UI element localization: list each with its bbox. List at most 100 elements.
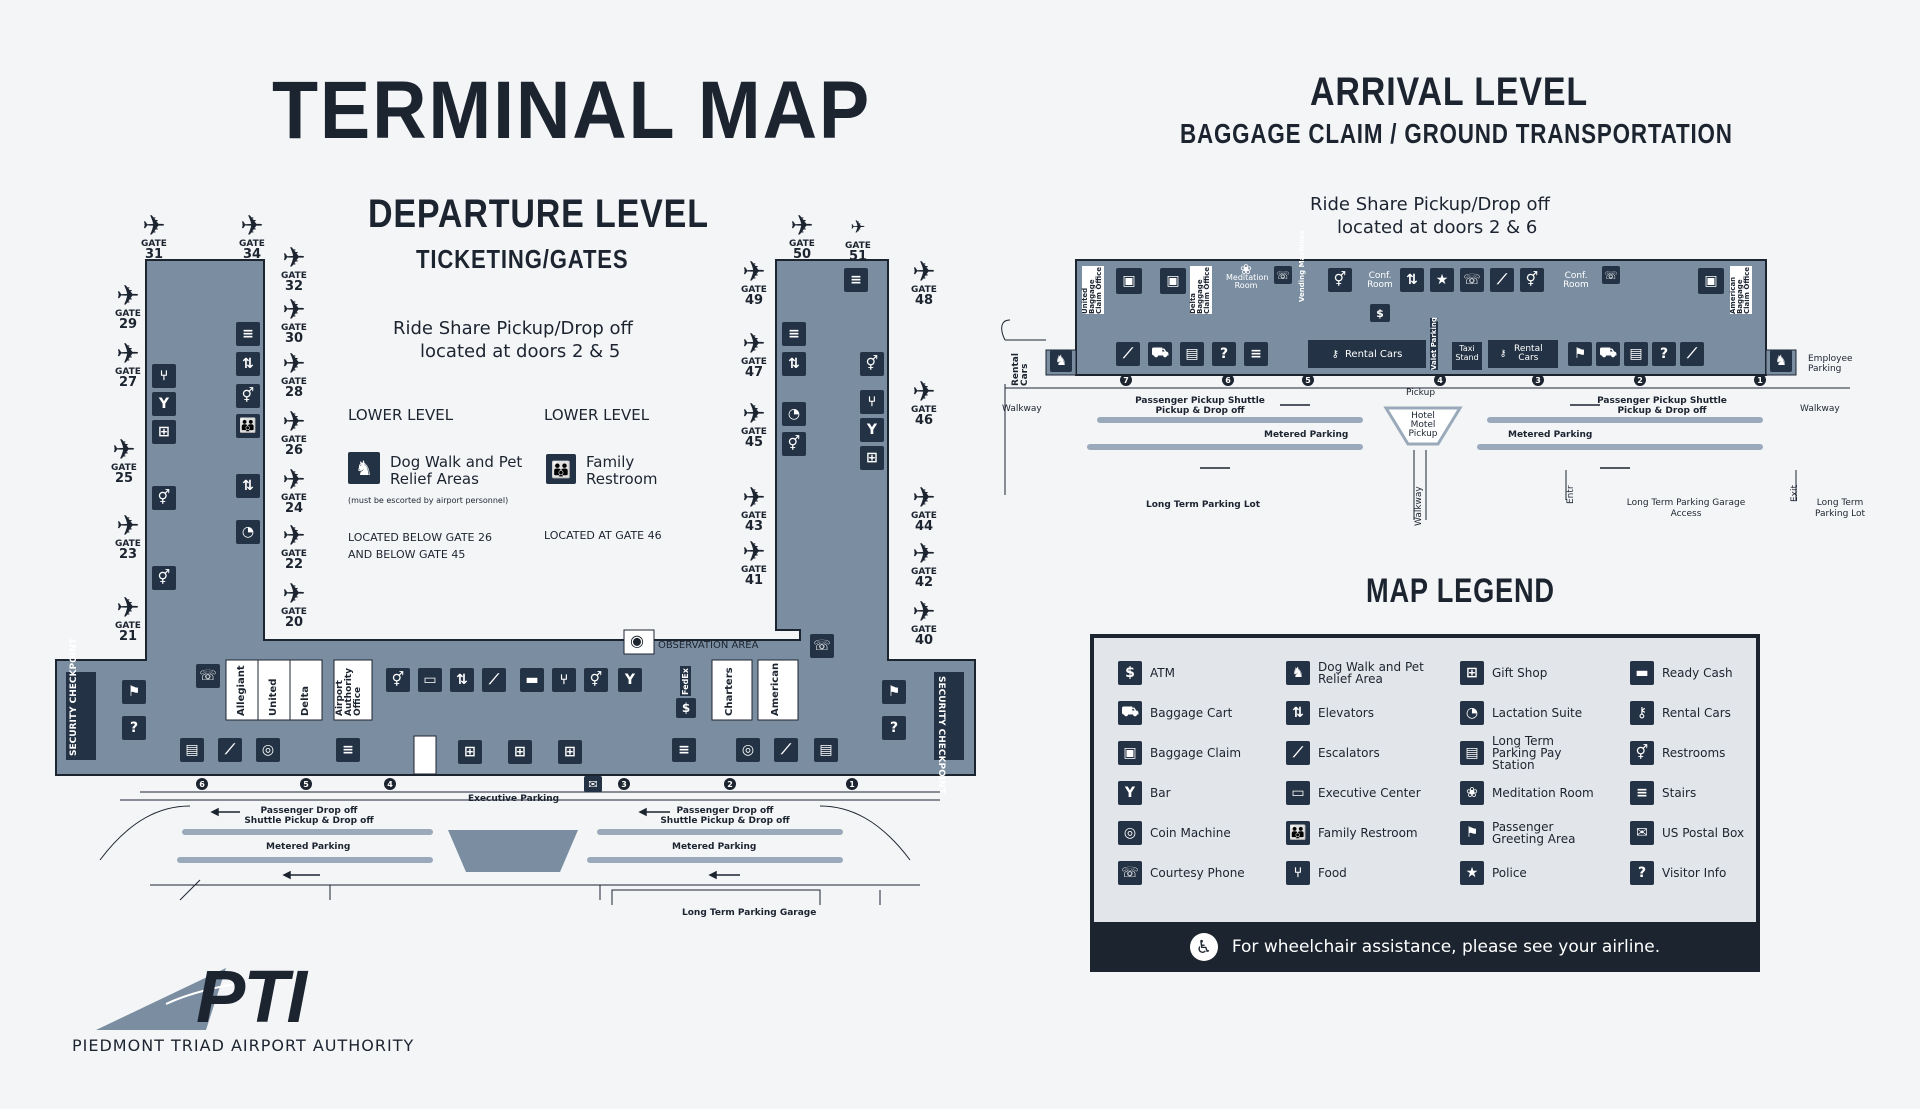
food-icon: ⑂ bbox=[860, 390, 884, 414]
room-vending: Vending Machines bbox=[1298, 230, 1306, 302]
arrival-walkway-right: Walkway bbox=[1800, 404, 1840, 414]
legend-item-rental-cars: ⚷Rental Cars bbox=[1630, 698, 1772, 728]
departure-rideshare-line2: located at doors 2 & 5 bbox=[420, 341, 621, 362]
postal-box-icon: ✉ bbox=[1630, 821, 1654, 845]
legend-item-dog-walk: ♞Dog Walk and Pet Relief Area bbox=[1286, 658, 1428, 688]
rental-cars-icon: ⚷ bbox=[1331, 348, 1339, 360]
pay-station-icon: ▤ bbox=[1460, 741, 1484, 765]
arrival-walkway-left: Walkway bbox=[1002, 404, 1042, 414]
departure-side-lines bbox=[329, 884, 601, 900]
security-box-right bbox=[934, 672, 964, 760]
baggage-claim-icon: ▣ bbox=[1698, 268, 1724, 294]
legend-label: Gift Shop bbox=[1492, 666, 1548, 680]
authority-name: PIEDMONT TRIAD AIRPORT AUTHORITY bbox=[72, 1036, 415, 1055]
police-icon: ★ bbox=[1460, 861, 1484, 885]
dog-walk-icon: ♞ bbox=[348, 452, 380, 484]
stairs-icon: ≡ bbox=[236, 322, 260, 346]
greeting-area-icon: ⚑ bbox=[882, 680, 906, 704]
stairs-icon: ≡ bbox=[844, 268, 868, 292]
legend-item-greeting-area: ⚑Passenger Greeting Area bbox=[1460, 818, 1602, 848]
legend-item-baggage-claim: ▣Baggage Claim bbox=[1118, 738, 1260, 768]
pay-station-icon: ▤ bbox=[180, 738, 204, 762]
legend-item-police: ★Police bbox=[1460, 858, 1602, 888]
airline-allegiant: Allegiant bbox=[236, 665, 247, 716]
legend-label: Executive Center bbox=[1318, 786, 1421, 800]
gift-shop-icon: ⊞ bbox=[860, 446, 884, 470]
coin-machine-icon: ◎ bbox=[256, 738, 280, 762]
conf-room-2: Conf. Room bbox=[1563, 271, 1589, 290]
legend-label: Restrooms bbox=[1662, 746, 1726, 760]
counter-box bbox=[225, 659, 259, 721]
entr-label: Entr bbox=[1566, 485, 1576, 504]
restrooms-icon: ⚥ bbox=[1630, 741, 1654, 765]
legend-item-family-restroom: 👪Family Restroom bbox=[1286, 818, 1428, 848]
legend-label: Visitor Info bbox=[1662, 866, 1727, 880]
legend-item-baggage-cart: ⛟Baggage Cart bbox=[1118, 698, 1260, 728]
airline-american: American bbox=[770, 662, 781, 716]
metered-right-label: Metered Parking bbox=[672, 842, 757, 852]
observation-label: OBSERVATION AREA bbox=[658, 640, 759, 651]
family-restroom-icon: 👪 bbox=[236, 414, 260, 438]
conf-room-1: Conf. Room bbox=[1367, 271, 1393, 290]
elevators-icon: ⇅ bbox=[1400, 268, 1424, 292]
door-5: 5 bbox=[300, 778, 312, 790]
visitor-info-icon: ? bbox=[882, 716, 906, 740]
security-box-left bbox=[66, 672, 96, 760]
security-checkpoint-left: SECURITY CHECKPOINT bbox=[69, 638, 79, 756]
departure-arrow bbox=[210, 807, 740, 880]
rental-cars-icon: ⚷ bbox=[1630, 701, 1654, 725]
lower-level-right-item: Family Restroom bbox=[586, 453, 658, 488]
door-1: 1 bbox=[846, 778, 858, 790]
arrival-pickup-left: Passenger Pickup Shuttle Pickup & Drop o… bbox=[1135, 396, 1265, 416]
lactation-suite-icon: ◔ bbox=[782, 402, 806, 426]
elevators-icon: ⇅ bbox=[236, 474, 260, 498]
legend-item-meditation-room: ❀Meditation Room bbox=[1460, 778, 1602, 808]
legend-item-elevators: ⇅ Elevators bbox=[1286, 698, 1428, 728]
pay-station-icon: ▤ bbox=[814, 738, 838, 762]
departure-rideshare-line1: Ride Share Pickup/Drop off bbox=[393, 318, 633, 339]
arrival-arrows bbox=[1200, 404, 1630, 469]
legend-item-postal-box: ✉US Postal Box bbox=[1630, 818, 1772, 848]
postal-box-icon: ✉ bbox=[584, 776, 602, 792]
airline-charters: Charters bbox=[724, 667, 735, 716]
escalators-icon: ⟋ bbox=[1490, 268, 1514, 292]
room-united-baggage: United Baggage Claim Office bbox=[1081, 266, 1104, 314]
legend-label: Coin Machine bbox=[1150, 826, 1231, 840]
lactation-suite-icon: ◔ bbox=[236, 520, 260, 544]
courtesy-phone-icon: ☏ bbox=[1602, 266, 1620, 284]
arrival-door-2: 2 bbox=[1634, 374, 1646, 386]
escalators-icon: ⟋ bbox=[218, 738, 242, 762]
door-2: 2 bbox=[724, 778, 736, 790]
family-restroom-icon: 👪 bbox=[1286, 821, 1310, 845]
door-4: 4 bbox=[384, 778, 396, 790]
ready-cash-icon: ▬ bbox=[520, 668, 544, 692]
elevators-icon: ⇅ bbox=[450, 668, 474, 692]
gift-shop-icon: ⊞ bbox=[558, 740, 582, 764]
legend-label: Passenger Greeting Area bbox=[1492, 820, 1576, 846]
courtesy-phone-icon: ☏ bbox=[1118, 861, 1142, 885]
legend-label: Courtesy Phone bbox=[1150, 866, 1245, 880]
gift-shop-icon: ⊞ bbox=[1460, 661, 1484, 685]
arrival-walkway-vertical: Walkway bbox=[1414, 486, 1424, 526]
dog-walk-icon: ♞ bbox=[1286, 661, 1310, 685]
legend-label: Elevators bbox=[1318, 706, 1374, 720]
departure-building bbox=[55, 259, 976, 776]
elevators-icon: ⇅ bbox=[1286, 701, 1310, 725]
visitor-info-icon: ? bbox=[1212, 342, 1236, 366]
stairs-icon: ≡ bbox=[336, 738, 360, 762]
long-term-lot-label: Long Term Parking Lot bbox=[1146, 500, 1261, 510]
main-title: TERMINAL MAP bbox=[272, 65, 872, 156]
wheelchair-text: For wheelchair assistance, please see yo… bbox=[1231, 937, 1661, 957]
atm-icon: $ bbox=[676, 698, 696, 718]
arrival-pickup-right: Passenger Pickup Shuttle Pickup & Drop o… bbox=[1597, 396, 1727, 416]
food-icon: ⑂ bbox=[1286, 861, 1310, 885]
